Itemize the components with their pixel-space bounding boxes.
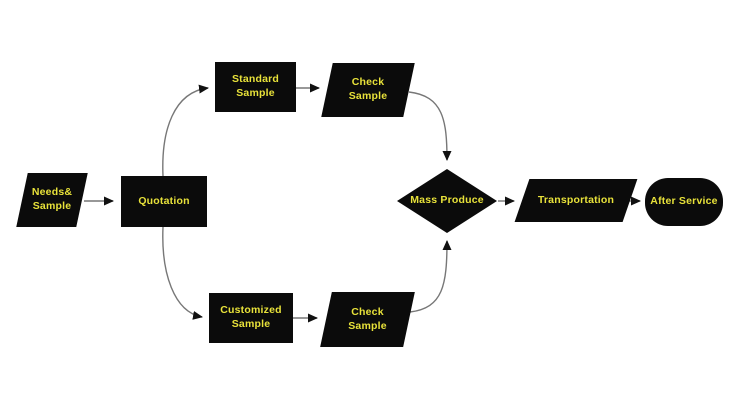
- node-mass-produce: Mass Produce: [397, 169, 497, 233]
- node-label: Mass Produce: [410, 194, 484, 207]
- node-check-sample-bottom: Check Sample: [320, 292, 415, 347]
- node-needs-sample: Needs& Sample: [16, 173, 88, 227]
- node-standard-sample: Standard Sample: [215, 62, 296, 112]
- node-label: Check Sample: [348, 305, 387, 332]
- node-customized-sample: Customized Sample: [209, 293, 293, 343]
- rectangle-shape: [215, 62, 296, 112]
- connector-check-bottom-to-mass-produce: [409, 240, 452, 313]
- node-label: After Service: [650, 195, 718, 208]
- connector-check-top-to-mass-produce: [408, 91, 452, 161]
- node-label: Quotation: [138, 194, 190, 207]
- rounded-shape: [645, 178, 723, 226]
- rectangle-shape: [121, 176, 207, 227]
- node-label: Needs& Sample: [31, 186, 73, 212]
- node-transportation: Transportation: [514, 179, 638, 222]
- node-label: Check Sample: [348, 76, 388, 102]
- connector-quotation-to-standard: [162, 84, 209, 177]
- rectangle-shape: [209, 293, 293, 343]
- node-check-sample-top: Check Sample: [321, 63, 415, 117]
- node-label: Transportation: [537, 193, 615, 206]
- connector-quotation-to-customized: [162, 226, 203, 320]
- node-label: Customized Sample: [220, 304, 282, 330]
- node-after-service: After Service: [645, 178, 723, 226]
- node-quotation: Quotation: [121, 176, 207, 227]
- node-label: Standard Sample: [231, 73, 280, 99]
